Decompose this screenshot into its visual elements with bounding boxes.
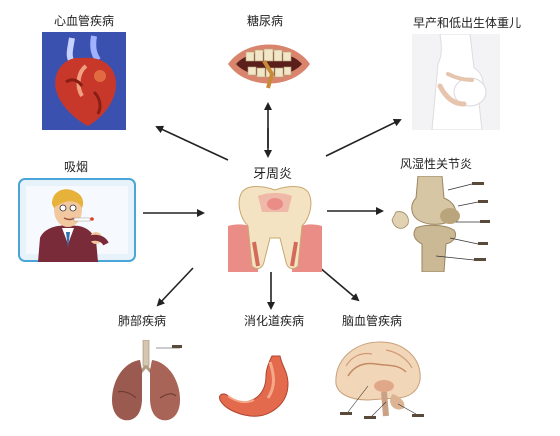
arrow-to-preterm: [325, 119, 402, 157]
pregnant-woman-photo: [412, 34, 500, 130]
arrow-to-brain: [318, 266, 360, 302]
brain-illustration: [328, 336, 428, 422]
lungs-illustration: [106, 340, 186, 424]
brain-disease-label: 脑血管疾病: [342, 314, 403, 328]
periodontitis-label: 牙周炎: [253, 167, 293, 182]
diabetes-label: 糖尿病: [247, 14, 284, 28]
preterm-birth-label: 早产和低出生体重儿: [413, 16, 522, 30]
lung-disease-label: 肺部疾病: [118, 314, 167, 328]
periodontitis-tooth-illustration: [228, 182, 322, 272]
smoking-man-illustration: [18, 178, 136, 262]
arrow-to-lung: [156, 267, 194, 307]
arrow-to-heart: [155, 125, 229, 161]
arthritis-label: 风湿性关节炎: [400, 157, 473, 171]
heart-illustration: [42, 32, 126, 130]
mouth-teeth-illustration: [226, 34, 312, 94]
smoking-label: 吸烟: [64, 160, 89, 174]
digestive-disease-label: 消化道疾病: [244, 314, 305, 328]
heart-disease-label: 心血管疾病: [54, 14, 115, 28]
knee-joint-illustration: [388, 176, 492, 272]
stomach-illustration: [216, 354, 300, 424]
